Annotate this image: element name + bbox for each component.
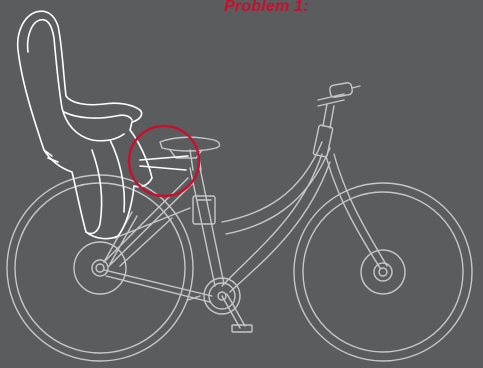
rear-wheel: [7, 175, 193, 361]
crankset: [204, 278, 252, 332]
child-seat-pan: [64, 112, 132, 120]
child-seat-side-guard: [86, 150, 102, 234]
front-wheel: [294, 183, 472, 361]
highlight-circle-icon: [129, 126, 199, 196]
down-tube: [222, 142, 330, 234]
handlebar: [318, 82, 360, 128]
child-seat-backrest: [28, 20, 124, 141]
child-seat-outer-shell: [18, 11, 152, 238]
saddle: [160, 137, 220, 170]
head-tube: [313, 125, 333, 157]
seat-tube: [190, 168, 224, 286]
front-fork: [326, 154, 387, 268]
lower-tube: [222, 154, 330, 292]
bicycle-icon: [7, 82, 472, 361]
